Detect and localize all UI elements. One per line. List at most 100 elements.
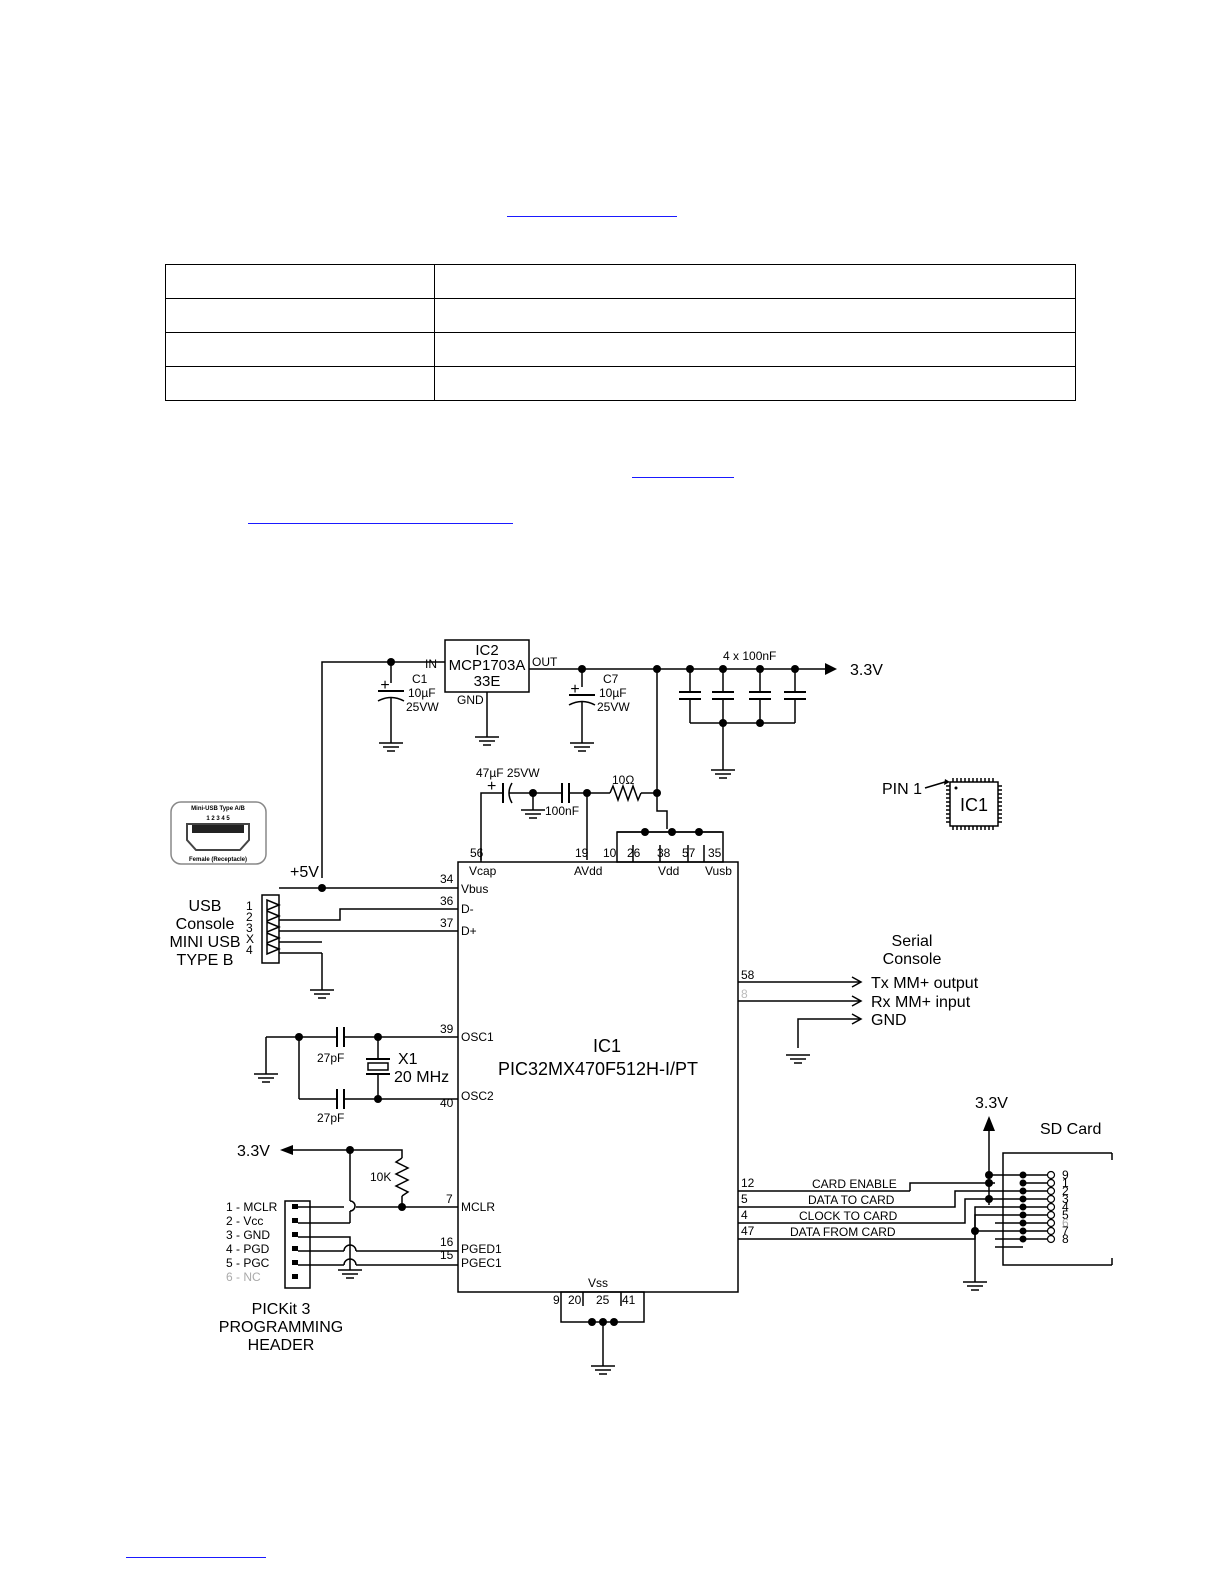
table-row — [165, 332, 1076, 367]
ic1-package-icon: PIN 1 IC1 — [882, 778, 1002, 830]
serial-console-section: Serial Console Tx MM+ output Rx MM+ inpu… — [738, 933, 979, 1064]
pin-number: 7 — [446, 1192, 453, 1206]
vcap-cap-label: 47µF 25VW — [476, 766, 540, 780]
serial-title-line2: Console — [883, 951, 942, 968]
usb-label-line2: Console — [176, 916, 235, 933]
ic1-ref: IC1 — [593, 1036, 621, 1056]
pin-number: 34 — [440, 872, 454, 886]
usb-label-line1: USB — [189, 898, 222, 915]
pin-label-vusb: Vusb — [705, 864, 732, 878]
ic2-pin-out: OUT — [532, 655, 558, 669]
pin-number: 35 — [708, 846, 722, 860]
usb-pin: 4 — [246, 943, 253, 957]
pin-number: 41 — [622, 1293, 636, 1307]
pickit-pin: 2 - Vcc — [226, 1214, 263, 1228]
rail-3v3-pickit: 3.3V — [237, 1143, 270, 1160]
table-cell — [165, 366, 435, 401]
pin-label-vcap: Vcap — [469, 864, 497, 878]
sd-signal-data-from: DATA FROM CARD — [790, 1225, 896, 1239]
pin-label-mclr: MCLR — [461, 1200, 495, 1214]
avdd-cap-label: 100nF — [545, 804, 579, 818]
svg-text:+: + — [570, 681, 579, 698]
ic1-mcu: IC1 PIC32MX470F512H-I/PT 56 Vcap 19 AVdd… — [440, 828, 755, 1375]
c1-rating: 25VW — [406, 700, 439, 714]
pin-number: 16 — [440, 1235, 454, 1249]
svg-text:+: + — [380, 677, 389, 694]
avdd-res-label: 10Ω — [612, 773, 634, 787]
sd-signal-data-to: DATA TO CARD — [808, 1193, 895, 1207]
pin-number: 26 — [627, 846, 641, 860]
sd-pin: 1 — [1062, 1176, 1069, 1190]
usb-label-line4: TYPE B — [177, 952, 234, 969]
link-4[interactable] — [126, 1557, 266, 1558]
ic1-part: PIC32MX470F512H-I/PT — [498, 1059, 698, 1079]
table-cell — [165, 298, 435, 333]
pin1-label: PIN 1 — [882, 781, 922, 798]
c7-value: 10µF — [599, 686, 627, 700]
pin-number: 12 — [741, 1176, 755, 1190]
pin-label-pgec1: PGEC1 — [461, 1256, 502, 1270]
sd-pin: 9 — [1062, 1168, 1069, 1182]
pin-number: 19 — [575, 846, 589, 860]
pin-label-pged1: PGED1 — [461, 1242, 502, 1256]
usb-icon-caption: Female (Receptacle) — [189, 857, 247, 863]
usb-section: Mini-USB Type A/B 1 2 3 4 5 Female (Rece… — [169, 801, 458, 999]
c7-rating: 25VW — [597, 700, 630, 714]
sd-card-section: 3.3V SD Card CARD ENABLE DATA TO CARD CL… — [738, 1095, 1113, 1291]
pickit-title-line3: HEADER — [248, 1337, 315, 1354]
serial-tx-label: Tx MM+ output — [871, 975, 979, 992]
pin-number: 39 — [440, 1022, 454, 1036]
table-cell — [165, 332, 435, 367]
crystal-section: 27pF 27pF X1 20 MHz — [253, 1027, 458, 1125]
sd-pin: 8 — [1062, 1232, 1069, 1246]
pin-number: 10 — [603, 846, 617, 860]
pin-number: 57 — [682, 846, 696, 860]
pickit-title-line1: PICKit 3 — [252, 1301, 311, 1318]
usb-icon-pins: 1 2 3 4 5 — [206, 816, 230, 822]
pickit-pin: 3 - GND — [226, 1228, 270, 1242]
table-cell — [434, 298, 1076, 333]
pickit-title-line2: PROGRAMMING — [219, 1319, 343, 1336]
pin-label-dplus: D+ — [461, 924, 477, 938]
sd-pin: 2 — [1062, 1184, 1069, 1198]
usb-label-line3: MINI USB — [169, 934, 240, 951]
c1-ref: C1 — [412, 672, 428, 686]
pin-number: 20 — [568, 1293, 582, 1307]
pin-number: 8 — [741, 987, 748, 1001]
pickit-pin: 4 - PGD — [226, 1242, 270, 1256]
pin-label-osc2: OSC2 — [461, 1089, 494, 1103]
pin-label-vbus: Vbus — [461, 882, 488, 896]
sd-pin: 3 — [1062, 1192, 1069, 1206]
usb-pin: 3 — [246, 921, 253, 935]
crystal-freq: 20 MHz — [394, 1069, 449, 1086]
pickit-pin: 5 - PGC — [226, 1256, 270, 1270]
ic2-pin-gnd: GND — [457, 693, 484, 707]
pin-label-vss: Vss — [588, 1276, 608, 1290]
pin-number: 9 — [553, 1293, 560, 1307]
pin-number: 38 — [657, 846, 671, 860]
pin-label-dminus: D- — [461, 902, 474, 916]
decoupling-label: 4 x 100nF — [723, 649, 776, 663]
sd-pin: 7 — [1062, 1224, 1069, 1238]
sd-pin: 4 — [1062, 1200, 1069, 1214]
link-1[interactable] — [507, 216, 677, 217]
pin-number: 58 — [741, 968, 755, 982]
sd-pin: 5 — [1062, 1208, 1069, 1222]
pin-number: 37 — [440, 916, 454, 930]
serial-gnd-label: GND — [871, 1012, 907, 1029]
usb-icon-title: Mini-USB Type A/B — [191, 806, 245, 812]
link-3[interactable] — [248, 523, 513, 524]
sd-signal-clock: CLOCK TO CARD — [799, 1209, 898, 1223]
pin-number: 5 — [741, 1192, 748, 1206]
regulator-section: + C1 10µF 25VW IC2 MCP1703A 33E IN OUT G… — [321, 639, 883, 878]
usb-pin: 2 — [246, 910, 253, 924]
link-2[interactable] — [632, 477, 734, 478]
crystal-cap-bottom: 27pF — [317, 1111, 344, 1125]
pin-label-osc1: OSC1 — [461, 1030, 494, 1044]
sd-card-title: SD Card — [1040, 1121, 1101, 1138]
rail-3v3-top: 3.3V — [850, 662, 883, 679]
pin-label-avdd: AVdd — [574, 864, 602, 878]
serial-rx-label: Rx MM+ input — [871, 994, 971, 1011]
pin-number: 4 — [741, 1208, 748, 1222]
sd-signal-enable: CARD ENABLE — [812, 1177, 897, 1191]
